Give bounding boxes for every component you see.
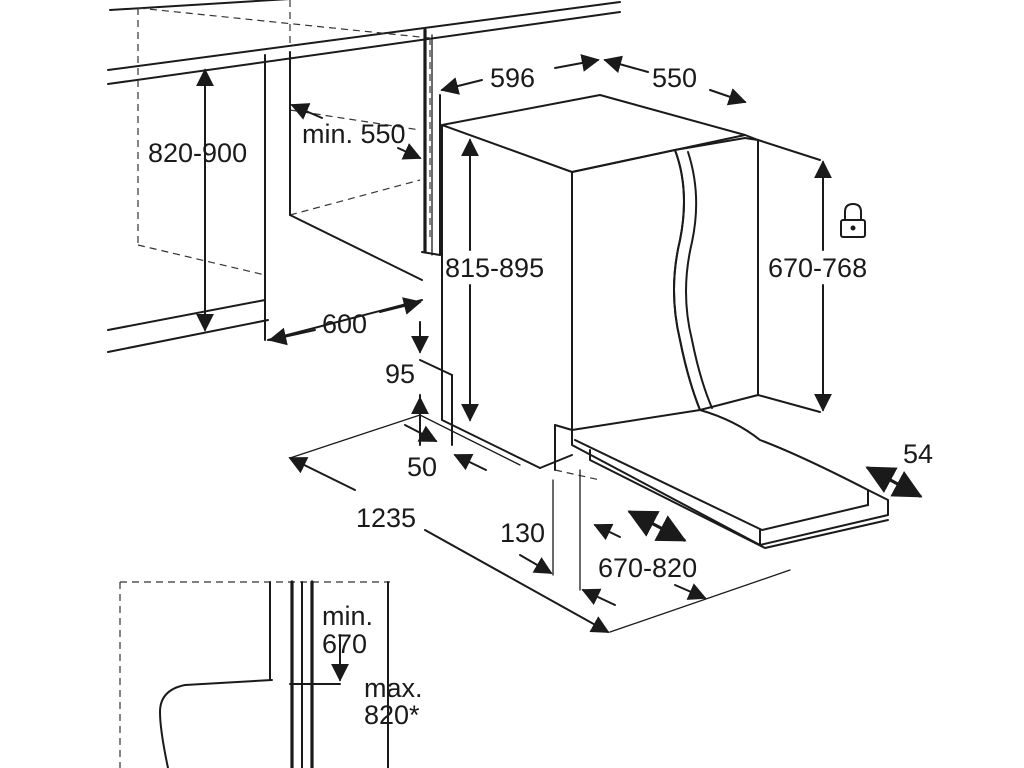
label-appliance-width: 596 <box>490 63 535 93</box>
lock-icon <box>840 203 866 238</box>
depth-arrow-min <box>290 103 323 120</box>
label-plinth-depth: 130 <box>500 518 545 548</box>
floor-lines <box>289 414 791 633</box>
detail-min-line1: min. <box>322 601 373 631</box>
label-kick-offset: 50 <box>407 452 437 482</box>
label-appliance-height: 815-895 <box>445 253 544 283</box>
detail-max-line1: max. <box>364 673 423 703</box>
detail-max-line2: 820* <box>364 700 420 730</box>
label-kick-height: 95 <box>385 359 415 389</box>
label-total-depth: 1235 <box>356 503 416 533</box>
label-min-depth: min. 550 <box>302 119 406 149</box>
detail-min-line2: 670 <box>322 629 367 659</box>
label-door-panel-height: 670-768 <box>768 253 867 283</box>
detail-view <box>119 580 390 768</box>
door-panel <box>571 137 889 549</box>
cabinet-niche <box>107 0 621 353</box>
label-door-range: 670-820 <box>598 553 697 583</box>
dimension-arrows <box>196 54 832 633</box>
label-cabinet-width: 600 <box>322 309 367 339</box>
label-cabinet-height: 820-900 <box>148 138 247 168</box>
label-door-adjust: 54 <box>903 439 933 469</box>
double-arrow-icon <box>627 466 923 542</box>
label-appliance-depth: 550 <box>652 63 697 93</box>
